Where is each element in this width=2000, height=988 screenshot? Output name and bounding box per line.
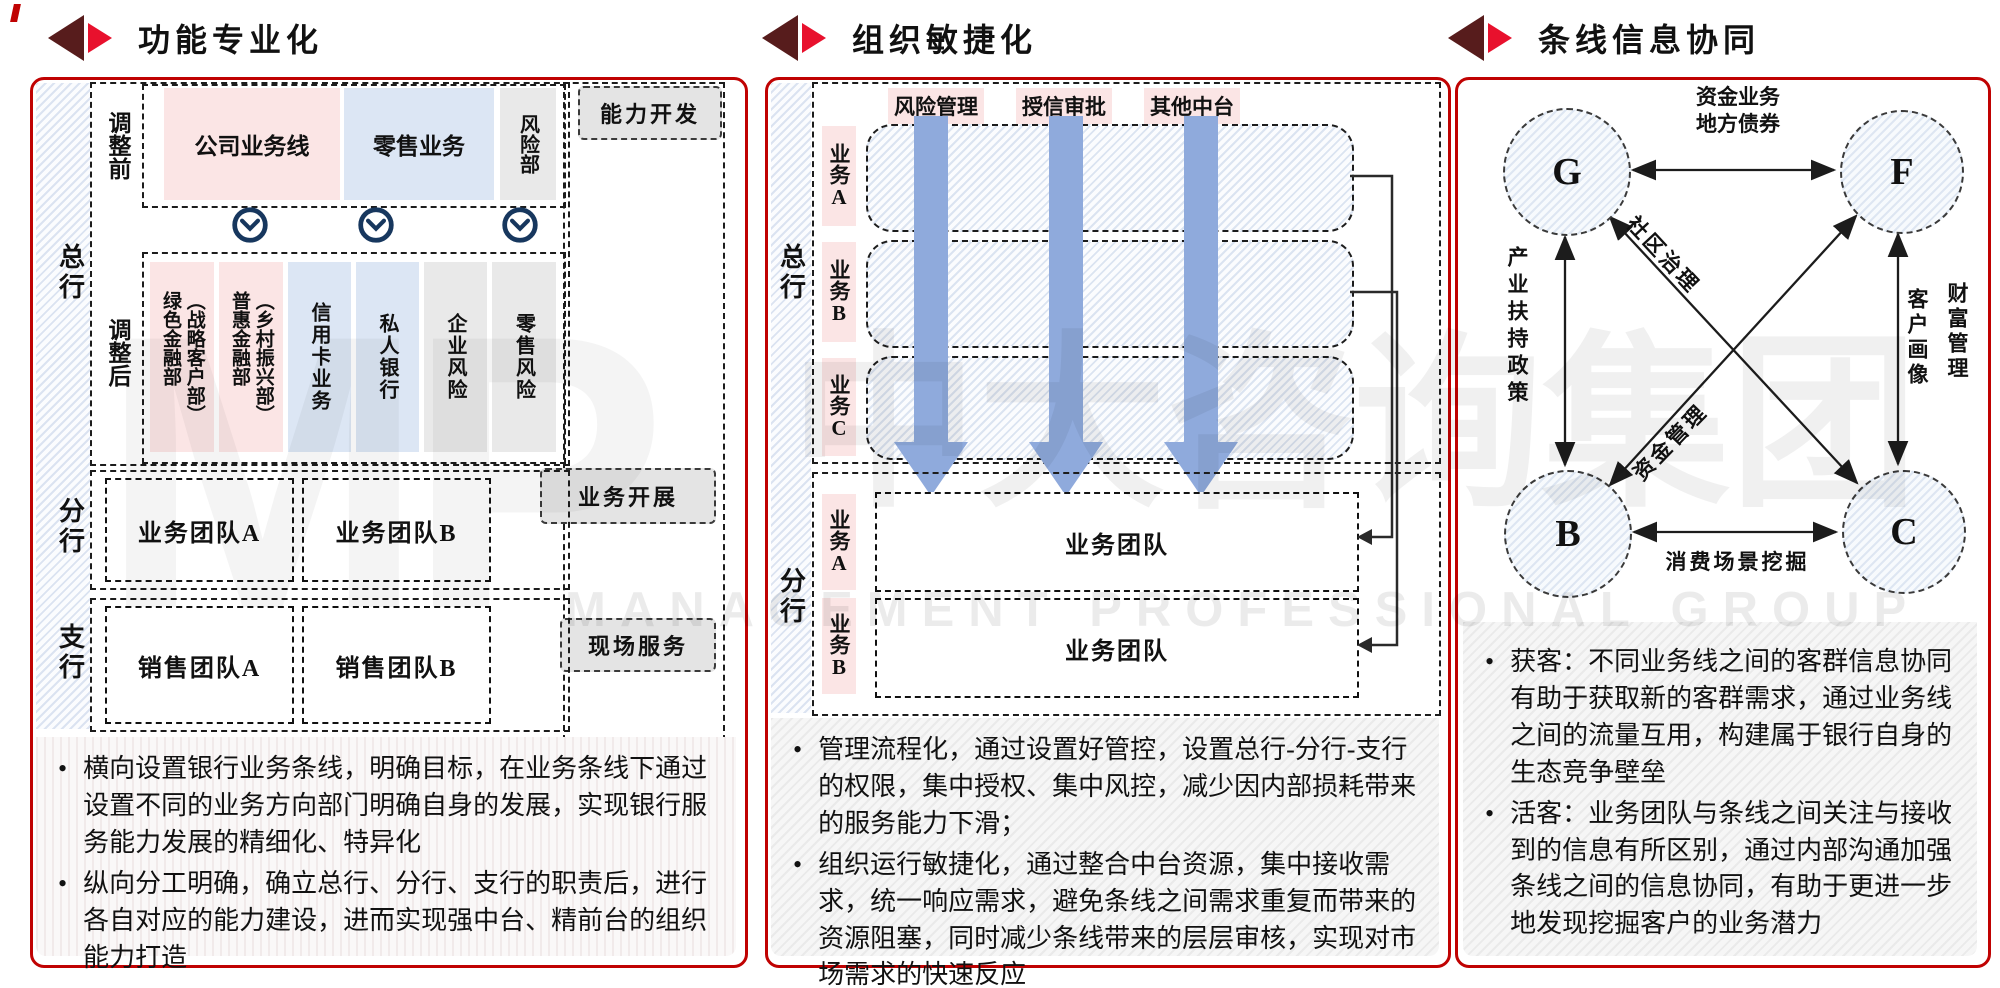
left-row-label-strip — [36, 83, 90, 729]
edge-label-fc-customer: 客户画像 — [1905, 288, 1929, 388]
node-government: G — [1503, 108, 1631, 236]
back-triangle-icon — [48, 15, 84, 61]
dept-sub-name: （战略客户部） — [183, 290, 205, 424]
node-business: B — [1504, 470, 1632, 598]
onsite-service-label: 现场服务 — [560, 618, 716, 672]
dept-risk: 风险部 — [500, 88, 556, 200]
sales-team-b: 销售团队B — [302, 606, 491, 724]
middle-row-label-strip — [771, 83, 811, 713]
note-item: 管理流程化，通过设置好管控，设置总行-分行-支行的权限，集中授权、集中风控，减少… — [793, 732, 1421, 843]
node-consumer: C — [1842, 470, 1966, 594]
right-notes: 获客：不同业务线之间的客群信息协同有助于获取新的客群需求，通过业务线之间的流量互… — [1463, 622, 1977, 956]
connector-lines — [1350, 174, 1399, 653]
sales-team-a: 销售团队A — [105, 606, 294, 724]
edge-label-gb: 产业扶持政策 — [1505, 246, 1529, 408]
note-text: 活客：业务团队与条线之间关注与接收到的信息有所区别，通过内部沟通加强条线之间的信… — [1510, 798, 1953, 939]
dept-main-name: 普惠金融部 — [229, 290, 250, 386]
hq-line-a-label: 业务A — [822, 126, 856, 226]
row-label-branch: 分行 — [55, 497, 85, 557]
row-label-headquarters: 总行 — [55, 243, 85, 303]
note-text: 横向设置银行业务条线，明确目标，在业务条线下通过设置不同的业务方向部门明确自身的… — [83, 754, 708, 857]
chevron-down-icon — [502, 207, 538, 243]
row-label-subbranch: 支行 — [55, 623, 85, 683]
note-text: 管理流程化，通过设置好管控，设置总行-分行-支行的权限，集中授权、集中风控，减少… — [818, 735, 1417, 838]
before-adjustment-label: 调整前 — [105, 110, 130, 180]
mid-platform-other: 其他中台 — [1144, 88, 1240, 124]
corner-tick-mark — [10, 4, 21, 22]
hq-line-c-label: 业务C — [822, 358, 856, 456]
section-header-right: 条线信息协同 — [1448, 14, 1760, 62]
chevron-down-icon — [232, 207, 268, 243]
after-box — [142, 252, 566, 464]
note-text: 获客：不同业务线之间的客群信息协同有助于获取新的客群需求，通过业务线之间的流量互… — [1510, 647, 1953, 787]
branch-line-b-label: 业务B — [822, 598, 856, 694]
section-title: 组织敏捷化 — [852, 22, 1038, 58]
edge-label-bc: 消费场景挖掘 — [1665, 550, 1810, 574]
before-box — [142, 84, 566, 208]
edge-label-line: 地方债券 — [1696, 112, 1780, 137]
play-triangle-icon — [1488, 23, 1512, 53]
dept-retail-risk: 零售风险 — [492, 262, 556, 452]
note-text: 纵向分工明确，确立总行、分行、支行的职责后，进行各自对应的能力建设，进而实现强中… — [83, 868, 708, 972]
play-triangle-icon — [88, 23, 112, 53]
row-label-branch: 分行 — [776, 567, 806, 627]
dept-private-bank: 私人银行 — [356, 262, 419, 452]
edge-label-gf: 资金业务 地方债券 — [1648, 84, 1828, 139]
flow-arrow — [1049, 116, 1083, 442]
section-title: 条线信息协同 — [1538, 22, 1761, 58]
dept-retail: 零售业务 — [344, 88, 494, 200]
middle-notes: 管理流程化，通过设置好管控，设置总行-分行-支行的权限，集中授权、集中风控，减少… — [771, 718, 1439, 988]
dept-main-name: 绿色金融部 — [160, 290, 181, 386]
hq-line-b-label: 业务B — [822, 242, 856, 342]
back-triangle-icon — [762, 15, 798, 61]
middle-branch-box — [812, 472, 1441, 716]
capability-development-label: 能力开发 — [578, 86, 722, 140]
hq-outer-box — [90, 82, 570, 466]
subbranch-row-box — [90, 598, 570, 732]
section-header-middle: 组织敏捷化 — [762, 14, 1037, 62]
after-adjustment-label: 调整后 — [105, 317, 130, 387]
dept-corporate-line: 公司业务线 — [164, 88, 340, 200]
row-label-headquarters: 总行 — [776, 243, 806, 303]
middle-hq-box — [812, 82, 1441, 464]
note-text: 组织运行敏捷化，通过整合中台资源，集中接收需求，统一响应需求，避免条线之间需求重… — [818, 849, 1417, 988]
dept-sub-name: （乡村振兴部） — [252, 290, 274, 424]
edge-label-line: 资金业务 — [1696, 85, 1780, 109]
dept-corporate-risk: 企业风险 — [424, 262, 487, 452]
play-triangle-icon — [802, 23, 826, 53]
flow-arrowhead — [1029, 442, 1103, 496]
branch-team-a: 业务团队A — [105, 478, 294, 582]
back-triangle-icon — [1448, 15, 1484, 61]
network-arrows — [1554, 159, 1909, 543]
section-header-left: 功能专业化 — [48, 14, 323, 62]
flow-arrowhead — [894, 442, 968, 496]
note-item: 纵向分工明确，确立总行、分行、支行的职责后，进行各自对应的能力建设，进而实现强中… — [58, 866, 718, 977]
branch-line-a-label: 业务A — [822, 494, 856, 590]
note-item: 活客：业务团队与条线之间关注与接收到的信息有所区别，通过内部沟通加强条线之间的信… — [1485, 796, 1959, 944]
branch-team-b: 业务团队B — [302, 478, 491, 582]
note-item: 横向设置银行业务条线，明确目标，在业务条线下通过设置不同的业务方向部门明确自身的… — [58, 751, 718, 862]
note-item: 获客：不同业务线之间的客群信息协同有助于获取新的客群需求，通过业务线之间的流量互… — [1485, 644, 1959, 792]
dept-inclusive-finance: 普惠金融部（乡村振兴部） — [219, 262, 283, 452]
flow-arrowhead — [1164, 442, 1238, 496]
note-item: 组织运行敏捷化，通过整合中台资源，集中接收需求，统一响应需求，避免条线之间需求重… — [793, 847, 1421, 988]
chevron-down-icon — [358, 207, 394, 243]
edge-label-fc-wealth: 财富管理 — [1945, 282, 1969, 382]
business-team-2: 业务团队 — [875, 598, 1359, 698]
node-finance: F — [1840, 110, 1964, 234]
dept-green-finance: 绿色金融部（战略客户部） — [150, 262, 214, 452]
flow-arrow — [1184, 116, 1218, 442]
flow-arrow — [914, 116, 948, 442]
dept-credit-card: 信用卡业务 — [288, 262, 351, 452]
business-team-1: 业务团队 — [875, 492, 1359, 592]
branch-row-box — [90, 470, 570, 590]
section-title: 功能专业化 — [138, 22, 324, 58]
left-notes: 横向设置银行业务条线，明确目标，在业务条线下通过设置不同的业务方向部门明确自身的… — [36, 737, 736, 972]
